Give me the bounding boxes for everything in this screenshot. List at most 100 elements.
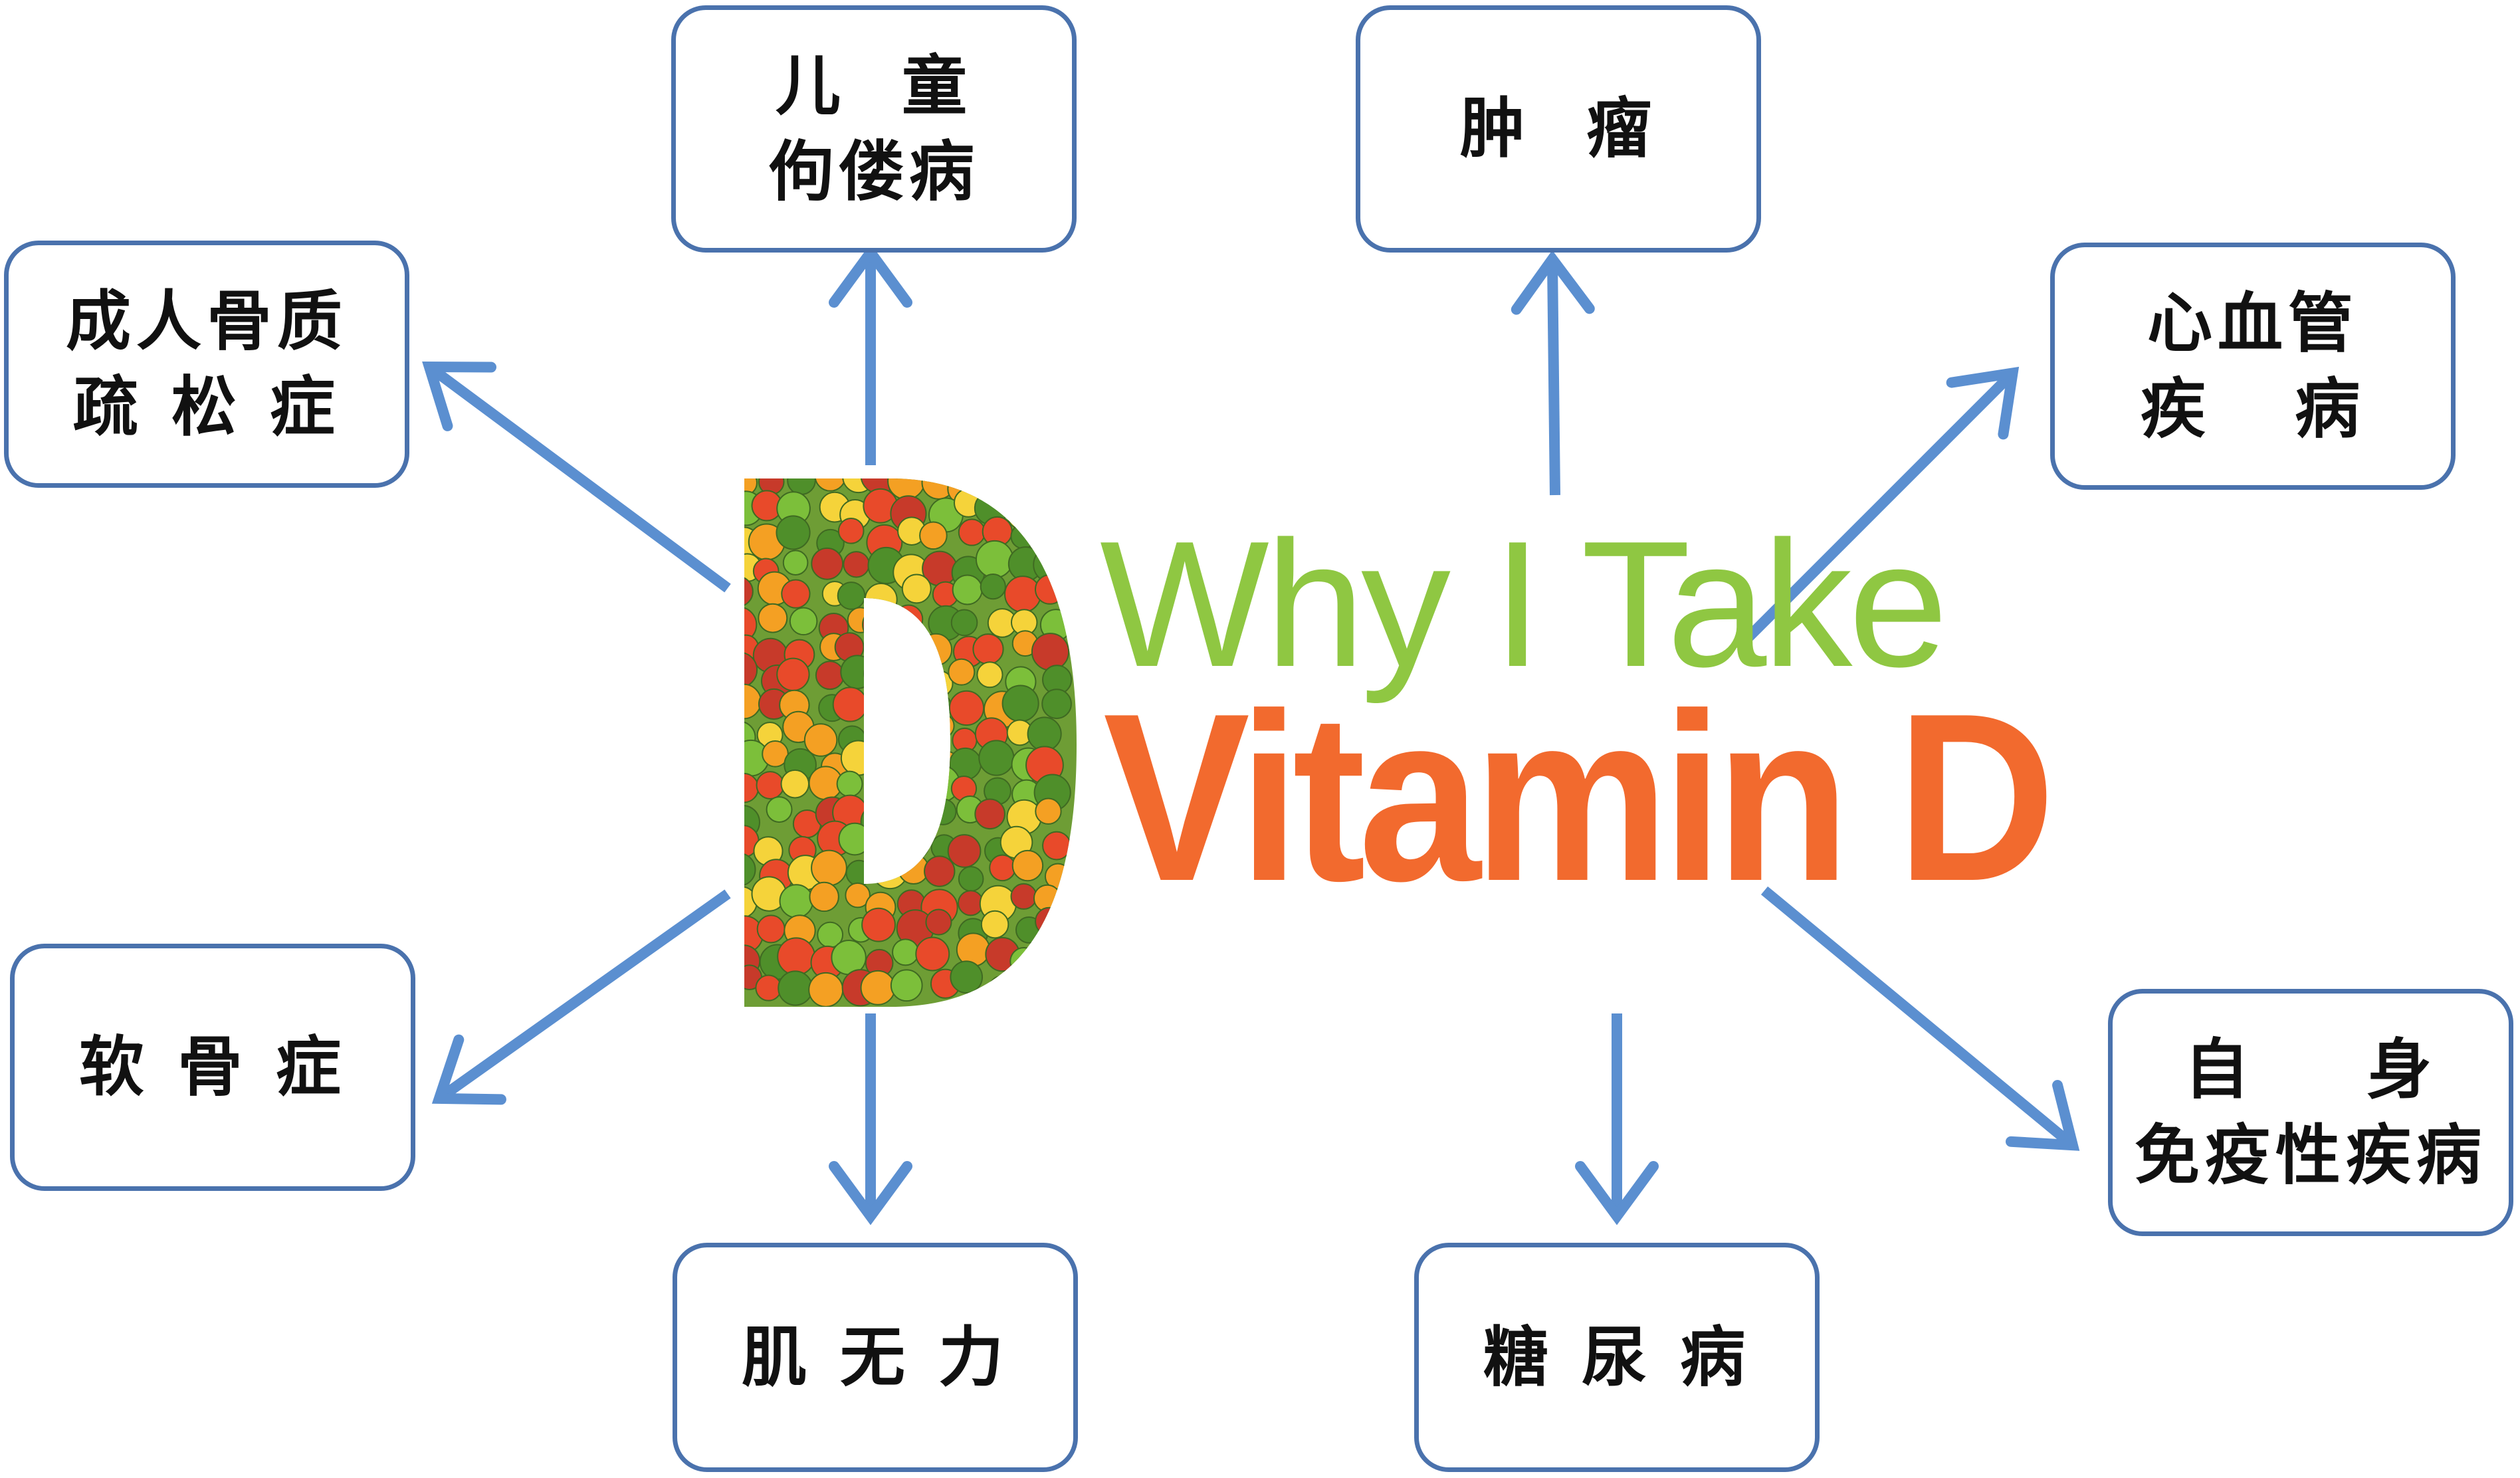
- box-cardiovascular-line-2: 疾 病: [2140, 371, 2366, 447]
- fruit-dot: [889, 657, 922, 690]
- fruit-dot: [1037, 961, 1075, 1000]
- fruit-dot: [952, 574, 983, 605]
- fruit-dot: [744, 853, 756, 887]
- fruit-dot: [744, 606, 758, 643]
- fruit-dot: [787, 478, 816, 495]
- box-autoimmune-line-2: 免疫性疾病: [2134, 1117, 2487, 1194]
- fruit-dot: [978, 740, 1015, 776]
- fruit-dot: [862, 608, 895, 641]
- fruit-dot: [860, 803, 896, 840]
- fruit-dot: [868, 776, 894, 803]
- arrow-to-autoimmune: [1760, 886, 2080, 1151]
- fruit-dot: [902, 689, 928, 716]
- fruit-dot: [815, 661, 845, 690]
- fruit-dot: [980, 910, 1009, 939]
- fruit-dot: [982, 478, 1010, 493]
- arrow-to-tumor: [1511, 250, 1595, 496]
- fruit-dot: [803, 723, 838, 757]
- fruit-dot: [789, 607, 818, 636]
- title-vitamin-d: Vitamin D: [1103, 664, 2055, 931]
- fruit-dot: [756, 914, 786, 944]
- fruit-dot: [1007, 478, 1035, 493]
- fruit-dot: [744, 651, 758, 688]
- fruit-dot: [976, 661, 1003, 688]
- fruit-dot: [836, 770, 863, 797]
- fruit-dot: [958, 518, 986, 546]
- fruit-dot: [890, 969, 923, 1002]
- fruit-dot: [837, 518, 865, 544]
- box-rickets-line-2: 佝偻病: [768, 134, 980, 210]
- box-rickets-line-1: 儿 童: [775, 47, 973, 124]
- fruit-dot: [845, 859, 873, 887]
- fruit-dot: [840, 740, 877, 776]
- fruit-dot: [889, 708, 924, 744]
- fruit-dot: [893, 604, 924, 634]
- fruit-dot: [776, 657, 810, 691]
- fruit-dot: [1011, 849, 1044, 882]
- fruit-dot: [989, 854, 1016, 882]
- fruit-dot: [864, 582, 898, 616]
- fruit-dot: [1031, 633, 1070, 671]
- fruit-dot: [780, 769, 810, 799]
- box-osteomalacia: 软 骨 症: [10, 944, 415, 1191]
- fruit-dot: [808, 972, 844, 1007]
- box-tumor: 肿 瘤: [1356, 5, 1761, 253]
- fruit-dot: [895, 628, 928, 661]
- fruit-dot: [1007, 503, 1033, 530]
- fruit-dot: [766, 796, 793, 823]
- fruit-dot: [1031, 478, 1063, 504]
- fruit-vegetable-letter-icon: [744, 478, 1077, 1007]
- fruit-dot: [1041, 688, 1072, 719]
- box-rickets: 儿 童 佝偻病: [671, 5, 1077, 253]
- fruit-dot: [901, 574, 932, 604]
- fruit-dot: [915, 936, 950, 972]
- fruit-dot: [1001, 685, 1039, 722]
- fruit-dot: [832, 686, 868, 722]
- fruit-dot: [950, 960, 984, 994]
- fruit-dot: [838, 822, 872, 856]
- fruit-dot: [1009, 947, 1039, 976]
- fruit-dot: [950, 609, 978, 637]
- fruit-dot: [958, 866, 984, 892]
- fruit-dot: [980, 573, 1006, 600]
- fruit-dot: [1035, 574, 1065, 605]
- fruit-dot: [872, 635, 905, 667]
- fruit-dot: [903, 738, 934, 769]
- fruit-dot: [892, 938, 920, 966]
- title-why-i-take: Why I Take: [1100, 504, 1948, 704]
- fruit-dot: [1039, 495, 1066, 522]
- fruit-dot: [958, 890, 984, 916]
- arrow-to-osteoporosis: [422, 361, 731, 593]
- fruit-dot: [1033, 546, 1070, 583]
- fruit-dot: [1004, 576, 1042, 613]
- fruit-dot: [901, 780, 932, 811]
- fruit-dot: [1027, 716, 1062, 752]
- fruit-dot: [1035, 797, 1062, 825]
- fruit-dot: [956, 932, 991, 967]
- fruit-dot: [869, 689, 895, 715]
- fruit-dot: [924, 855, 956, 887]
- fruit-dot: [988, 975, 1015, 1002]
- fruit-dot: [782, 550, 809, 576]
- fruit-dot: [756, 771, 785, 799]
- box-tumor-line-1: 肿 瘤: [1459, 90, 1657, 167]
- fruit-dot: [777, 937, 815, 976]
- fruit-dot: [1042, 831, 1071, 861]
- fruit-dot: [744, 683, 762, 720]
- fruit-dot: [887, 478, 926, 500]
- arrow-to-cardiovascular: [1740, 366, 2020, 645]
- fruit-dot: [814, 478, 847, 492]
- fruit-dot: [869, 837, 897, 865]
- fruit-dot: [929, 712, 955, 739]
- fruit-dot: [919, 633, 953, 667]
- fruit-dot: [975, 540, 1014, 579]
- fruit-dot: [809, 881, 839, 912]
- fruit-dot: [867, 742, 897, 772]
- box-cardiovascular: 心血管 疾 病: [2050, 243, 2456, 490]
- fruit-dot: [1035, 906, 1064, 936]
- box-osteoporosis: 成人骨质 疏 松 症: [4, 241, 409, 488]
- box-muscle-weakness-line-1: 肌 无 力: [741, 1319, 1009, 1396]
- fruit-dot: [1005, 972, 1032, 1000]
- fruit-dot: [811, 547, 844, 580]
- fruit-dot: [744, 576, 754, 607]
